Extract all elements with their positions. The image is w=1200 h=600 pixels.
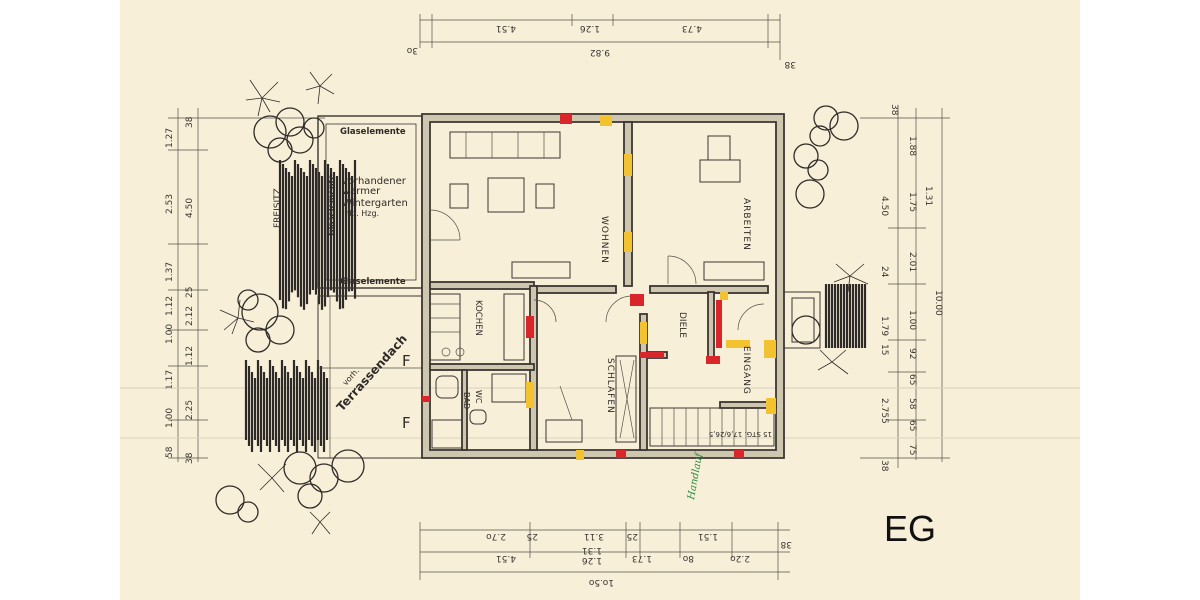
dim-top-left: 3o xyxy=(406,45,418,55)
glaselemente-bottom-label: Glaselemente xyxy=(340,277,406,287)
plan-sheet: 4.51 1.26 4.73 9.82 3o 38 2.7o 25 3.11 2… xyxy=(120,0,1080,600)
floor-label: EG xyxy=(884,508,937,549)
dim-right-5: 1.00 xyxy=(907,310,917,330)
room-diele: DIELE xyxy=(677,312,687,338)
color-markers xyxy=(422,114,776,460)
dim-right-1: 38 xyxy=(889,104,899,116)
dim-right-a-6: 38 xyxy=(879,460,889,472)
room-bad: BAD xyxy=(462,392,471,409)
dim-right-a-1: 4.50 xyxy=(879,196,889,216)
wintergarten-label-4: inkl. Hzg. xyxy=(342,209,379,218)
room-wohnen: WOHNEN xyxy=(599,216,609,264)
dim-top-right: 38 xyxy=(784,59,796,69)
furniture xyxy=(429,131,821,449)
glaselemente-top-label: Glaselemente xyxy=(340,127,406,137)
dim-right-a-5: 2.755 xyxy=(879,398,889,424)
dim-left-8: 58 xyxy=(165,446,175,458)
bottom-dimensions: 2.7o 25 3.11 25 1.51 4.51 1.31 1.26 1.73… xyxy=(419,522,792,587)
dim-bottom-mid-1: 4.51 xyxy=(496,553,516,563)
room-arbeiten: ARBEITEN xyxy=(741,198,751,251)
dim-bottom-top-3: 3.11 xyxy=(584,531,604,541)
dim-left-b-6: 2.25 xyxy=(185,400,195,420)
glaselemente-side-label: Glaselemente xyxy=(327,174,336,236)
dim-right-8: 58 xyxy=(907,398,917,410)
dim-right-4: 2.01 xyxy=(907,252,917,272)
dim-top-1: 4.51 xyxy=(496,23,516,33)
terrace-roof: F F vorh. Terrassendach xyxy=(317,295,423,459)
dim-bottom-mid-5: 8o xyxy=(682,553,694,563)
freisitz-hatching xyxy=(244,160,357,452)
dim-left-b-2: 4.50 xyxy=(185,198,195,218)
dim-bottom-mid-4: 1.73 xyxy=(632,553,652,563)
dim-top-total: 9.82 xyxy=(590,47,610,57)
dim-bottom-top-5: 1.51 xyxy=(698,531,718,541)
staircase xyxy=(649,407,775,447)
dim-left-7: 1.00 xyxy=(165,408,175,428)
dim-bottom-mid-6: 2.2o xyxy=(730,553,750,563)
f-lower-label: F xyxy=(402,414,411,432)
wintergarten-label-2: warmer xyxy=(342,186,381,197)
dim-right-a-4: 15 xyxy=(879,344,889,355)
dim-right-a-3: 1.79 xyxy=(879,316,889,336)
dim-right-3: 1.75 xyxy=(907,192,917,212)
dim-left-b-1: 38 xyxy=(185,116,195,128)
room-schlafen: SCHLAFEN xyxy=(605,358,615,414)
stairs-label: 15 STG. 17,6/26,5 xyxy=(709,430,772,438)
dim-bottom-top-1: 2.7o xyxy=(486,531,506,541)
room-kochen: KOCHEN xyxy=(473,300,483,336)
dim-left-3: 1.37 xyxy=(165,262,175,282)
room-wc: WC xyxy=(474,390,483,404)
dim-right-2: 1.88 xyxy=(907,136,917,156)
room-eingang: EINGANG xyxy=(741,346,751,395)
dim-right-a-2: 24 xyxy=(879,266,889,278)
dim-left-b-4: 2.12 xyxy=(185,306,195,326)
dim-left-b-7: 38 xyxy=(185,452,195,464)
wintergarten-label-1: vorhandener xyxy=(342,176,407,187)
dim-top-2: 1.26 xyxy=(580,23,600,33)
dim-right-c-1: 1.31 xyxy=(923,186,933,206)
dim-left-b-3: 25 xyxy=(185,287,195,298)
dim-left-4: 1.12 xyxy=(165,296,175,316)
dim-right-total: 10.00 xyxy=(933,290,943,316)
house-walls xyxy=(421,113,785,459)
dim-left-5: 1.00 xyxy=(165,324,175,344)
dim-bottom-top-4: 25 xyxy=(627,531,638,541)
dim-bottom-mid-7: 38 xyxy=(780,539,792,549)
terrassendach-label-2: Terrassendach xyxy=(334,332,410,414)
dim-right-10: 75 xyxy=(907,444,917,455)
dim-bottom-mid-2: 1.31 xyxy=(582,545,602,555)
dim-top-3: 4.73 xyxy=(682,23,702,33)
left-dimensions: 1.27 2.53 1.37 1.12 1.00 1.17 1.00 58 38… xyxy=(165,108,325,464)
floor-plan-drawing: 4.51 1.26 4.73 9.82 3o 38 2.7o 25 3.11 2… xyxy=(120,14,1080,587)
freisitz-label: FREISITZ xyxy=(273,188,283,228)
dim-left-1: 1.27 xyxy=(165,128,175,148)
right-dimensions: 38 1.88 1.75 2.01 1.00 92 65 58 65 75 4.… xyxy=(860,104,950,472)
top-dimensions: 4.51 1.26 4.73 9.82 3o 38 xyxy=(406,14,796,69)
dim-bottom-mid-3: 1.26 xyxy=(582,555,602,565)
trees-left xyxy=(215,71,365,535)
dim-bottom-top-2: 25 xyxy=(527,531,538,541)
f-upper-label: F xyxy=(402,352,411,370)
entrance-steps-hatching xyxy=(824,284,867,348)
dim-right-6: 92 xyxy=(907,348,917,359)
dim-right-9: 65 xyxy=(907,420,917,431)
dim-right-7: 65 xyxy=(907,374,917,385)
dim-left-6: 1.17 xyxy=(165,370,175,390)
dim-left-b-5: 1.12 xyxy=(185,346,195,366)
trees-right xyxy=(791,105,869,375)
dim-bottom-total: 1o.5o xyxy=(588,577,614,587)
dim-left-2: 2.53 xyxy=(165,194,175,214)
wintergarten: Glaselemente Glaselemente Glaselemente v… xyxy=(273,115,423,289)
wintergarten-label-3: Wintergarten xyxy=(342,198,408,209)
